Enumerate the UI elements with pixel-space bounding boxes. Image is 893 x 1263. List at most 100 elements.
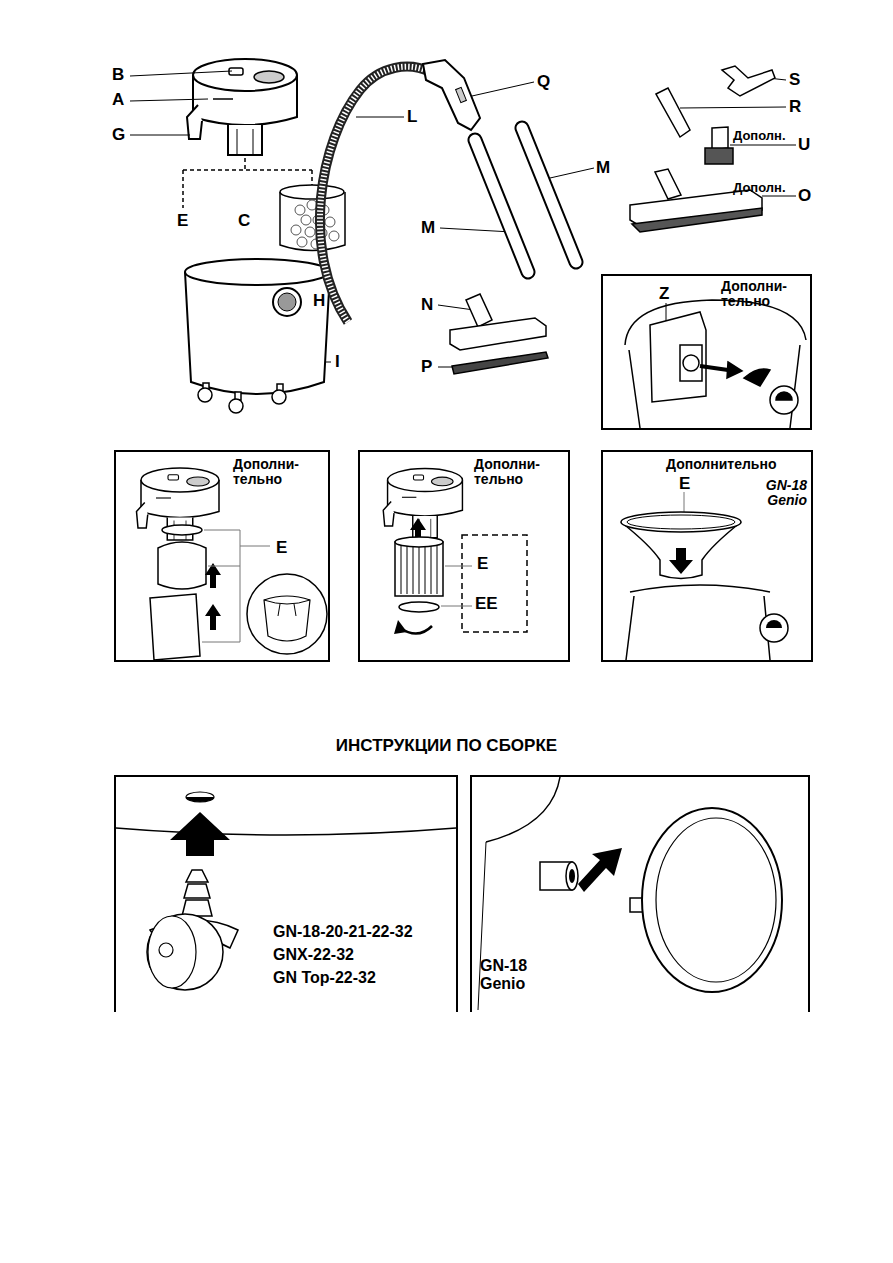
cartridge-filter-view-part xyxy=(394,620,407,634)
bag-filter-view-part xyxy=(247,574,327,654)
cartridge-filter-view xyxy=(383,468,527,634)
wheel-assembly-part xyxy=(566,862,578,890)
accessory-nozzles-part xyxy=(712,127,728,150)
wheel-assembly-part xyxy=(578,848,622,892)
panel-text: GN Top-22-32 xyxy=(273,969,376,987)
bag-filter-view-part xyxy=(264,596,310,641)
caster-assembly-part xyxy=(159,943,173,957)
cone-filter-view-part xyxy=(766,620,782,628)
caster-assembly-part xyxy=(186,797,214,802)
bag-filter-view-part xyxy=(137,468,220,540)
leader-line-part xyxy=(130,99,208,101)
hose-handle-part xyxy=(456,87,467,102)
vacuum-head xyxy=(187,59,297,155)
bag-filter-view-part xyxy=(205,563,221,588)
accessory-nozzles-part xyxy=(705,148,733,164)
accessory-nozzles-part xyxy=(722,66,775,96)
cone-filter-view-part xyxy=(626,596,770,660)
floor-nozzle-part xyxy=(450,318,546,350)
accessory-nozzles-part xyxy=(656,88,690,137)
figure-panel: Дополни- тельноEEE xyxy=(358,450,570,662)
cartridge-filter-view-part xyxy=(395,537,443,547)
part-label: Q xyxy=(537,73,550,92)
bag-holder-view-part xyxy=(700,366,728,370)
cone-filter-view-part xyxy=(684,492,685,512)
part-label: Дополн. xyxy=(733,129,786,143)
part-label: R xyxy=(789,98,801,117)
leader-line-part xyxy=(730,145,796,146)
hose-part xyxy=(320,67,430,322)
panel-text: Дополни- тельно xyxy=(233,457,307,488)
wheel-assembly-part xyxy=(642,808,782,992)
bag-filter-view-part xyxy=(158,542,206,589)
part-label: A xyxy=(112,91,124,110)
cone-filter-view-part xyxy=(627,515,735,529)
cone-filter-view-part xyxy=(630,585,770,592)
cartridge-filter-view-part xyxy=(383,468,462,537)
bag-holder-view-part xyxy=(744,369,770,386)
part-label: L xyxy=(407,108,417,127)
cartridge-filter-view-part xyxy=(441,606,472,607)
cone-filter-view-part xyxy=(760,614,788,642)
hose-handle-part xyxy=(423,60,480,130)
filter-basket-part xyxy=(305,227,315,237)
wheel-assembly-part xyxy=(656,818,776,982)
hose-handle xyxy=(423,60,480,130)
cartridge-filter-view-part xyxy=(462,535,527,632)
cartridge-filter-view-part xyxy=(441,566,472,606)
cartridge-filter-view-part xyxy=(401,544,402,594)
tank-part xyxy=(185,272,330,394)
tank-part xyxy=(273,288,301,316)
floor-nozzle-part xyxy=(452,352,548,374)
wheel-assembly xyxy=(478,777,782,1010)
leader-line-part xyxy=(130,135,190,136)
accessory-nozzles-part xyxy=(632,208,762,232)
bag-holder-view-part xyxy=(683,355,699,371)
part-label: M xyxy=(596,159,610,178)
cartridge-filter-view-part xyxy=(445,566,472,567)
extension-tube-part xyxy=(522,128,576,262)
wheel-assembly-part xyxy=(569,869,575,883)
extension-tube-part xyxy=(475,140,528,272)
leader-line-part xyxy=(762,196,796,197)
cartridge-filter-view-part xyxy=(410,518,426,538)
caster-assembly-part xyxy=(116,828,456,835)
bag-holder-view xyxy=(625,300,806,428)
cone-filter-view-part xyxy=(669,548,693,574)
casters-part xyxy=(198,388,212,402)
figure-panel: Дополни- тельноE xyxy=(114,450,330,662)
cartridge-filter-view-part xyxy=(419,544,420,594)
part-label: S xyxy=(789,71,800,90)
panel-text: Z xyxy=(659,285,669,304)
floor-nozzle-part xyxy=(466,294,492,327)
panel-text: GN-18 Genio xyxy=(745,478,807,509)
leader-line-part xyxy=(680,107,786,108)
panel-text: Дополнительно xyxy=(666,457,776,472)
panel-text: E xyxy=(477,555,488,574)
panel-text: E xyxy=(276,539,287,558)
bag-filter-view-part xyxy=(205,604,221,630)
caster-assembly-part xyxy=(148,916,196,988)
filter-basket-part xyxy=(297,237,307,247)
cartridge-filter-view-part xyxy=(431,544,432,594)
part-label: Дополн. xyxy=(733,181,786,195)
bag-holder-view-part xyxy=(666,303,667,322)
caster-assembly-part xyxy=(170,812,230,856)
filter-basket-part xyxy=(280,185,344,199)
bag-holder-view-part xyxy=(770,386,798,414)
cartridge-filter-view-part xyxy=(395,542,443,596)
figure-panel: ZДополни- тельно xyxy=(601,274,812,430)
casters xyxy=(198,383,286,413)
cartridge-filter-view-part xyxy=(407,544,408,594)
tank-part xyxy=(185,259,329,285)
cartridge-filter-view-part xyxy=(399,602,439,612)
extension-tube-part xyxy=(522,128,576,262)
caster-assembly-part xyxy=(186,870,208,882)
tank-part xyxy=(278,293,296,311)
bag-holder-view-part xyxy=(680,345,702,381)
part-label: I xyxy=(335,353,340,372)
leader-line-part xyxy=(130,71,232,76)
panel-text: GNX-22-32 xyxy=(273,946,354,964)
filter-basket xyxy=(280,185,345,251)
panel-text: EE xyxy=(475,595,498,614)
